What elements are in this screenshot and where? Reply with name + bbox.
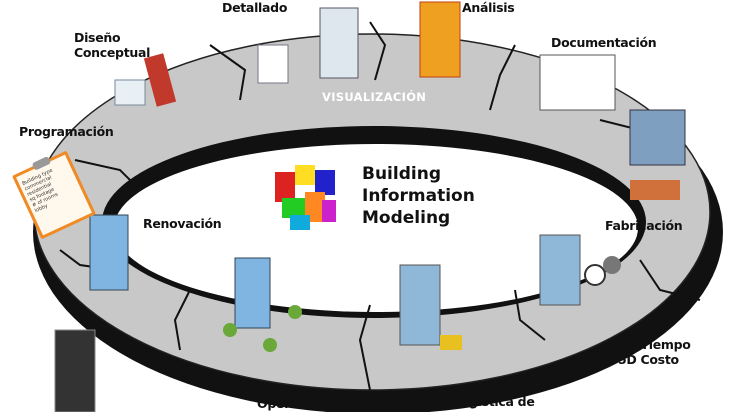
stage-programacion: Programación	[19, 124, 114, 139]
stage-diseno-conceptual: Diseño Conceptual	[74, 30, 150, 60]
renovation-building-icon	[89, 214, 129, 291]
operation-building-icon	[234, 257, 271, 329]
demolition-building-icon	[54, 329, 96, 412]
massing-blocks-icon	[114, 79, 146, 106]
stage-documentacion: Documentación	[551, 35, 657, 50]
stage-fabricacion: Fabricación	[605, 218, 683, 233]
stopwatch-icon	[584, 264, 606, 286]
detail-tower-icon	[319, 7, 359, 79]
bim-title-line: Information	[362, 186, 475, 206]
4d-building-icon	[539, 234, 581, 306]
documentation-plan-icon	[539, 54, 616, 111]
tree-icon	[223, 323, 237, 337]
dollar-icon	[603, 256, 621, 274]
stage-label-line: Diseño	[74, 30, 121, 45]
bim-title: Building Information Modeling	[362, 163, 475, 229]
concept-tower-icon	[143, 53, 177, 107]
visualization-label: VISUALIZACIÓN	[322, 90, 427, 104]
stage-4d-5d: 4D Tiempo 5D Costo	[618, 337, 691, 367]
bim-title-line: Modeling	[362, 208, 451, 228]
analysis-model-icon	[419, 1, 461, 78]
bim-cube-logo	[275, 165, 336, 230]
stage-logistica: Logística de	[453, 394, 535, 409]
building-illustrations	[54, 1, 686, 412]
lumber-icon	[630, 180, 680, 200]
detail-drawing-icon	[257, 44, 289, 84]
tree-icon	[263, 338, 277, 352]
stage-label-line: 5D Costo	[618, 352, 679, 367]
stage-renovacion: Renovación	[143, 216, 222, 231]
construction-building-icon	[399, 264, 441, 346]
bim-title-line: Building	[362, 164, 441, 184]
tree-icon	[288, 305, 302, 319]
fabrication-machine-icon	[629, 109, 686, 166]
stage-label-line: 4D Tiempo	[618, 337, 691, 352]
bulldozer-icon	[440, 335, 462, 350]
stage-detallado: Detallado	[222, 0, 288, 15]
stage-analisis: Análisis	[462, 0, 515, 15]
stage-operacion: Operación y	[257, 396, 339, 411]
stage-label-line: Conceptual	[74, 45, 151, 60]
